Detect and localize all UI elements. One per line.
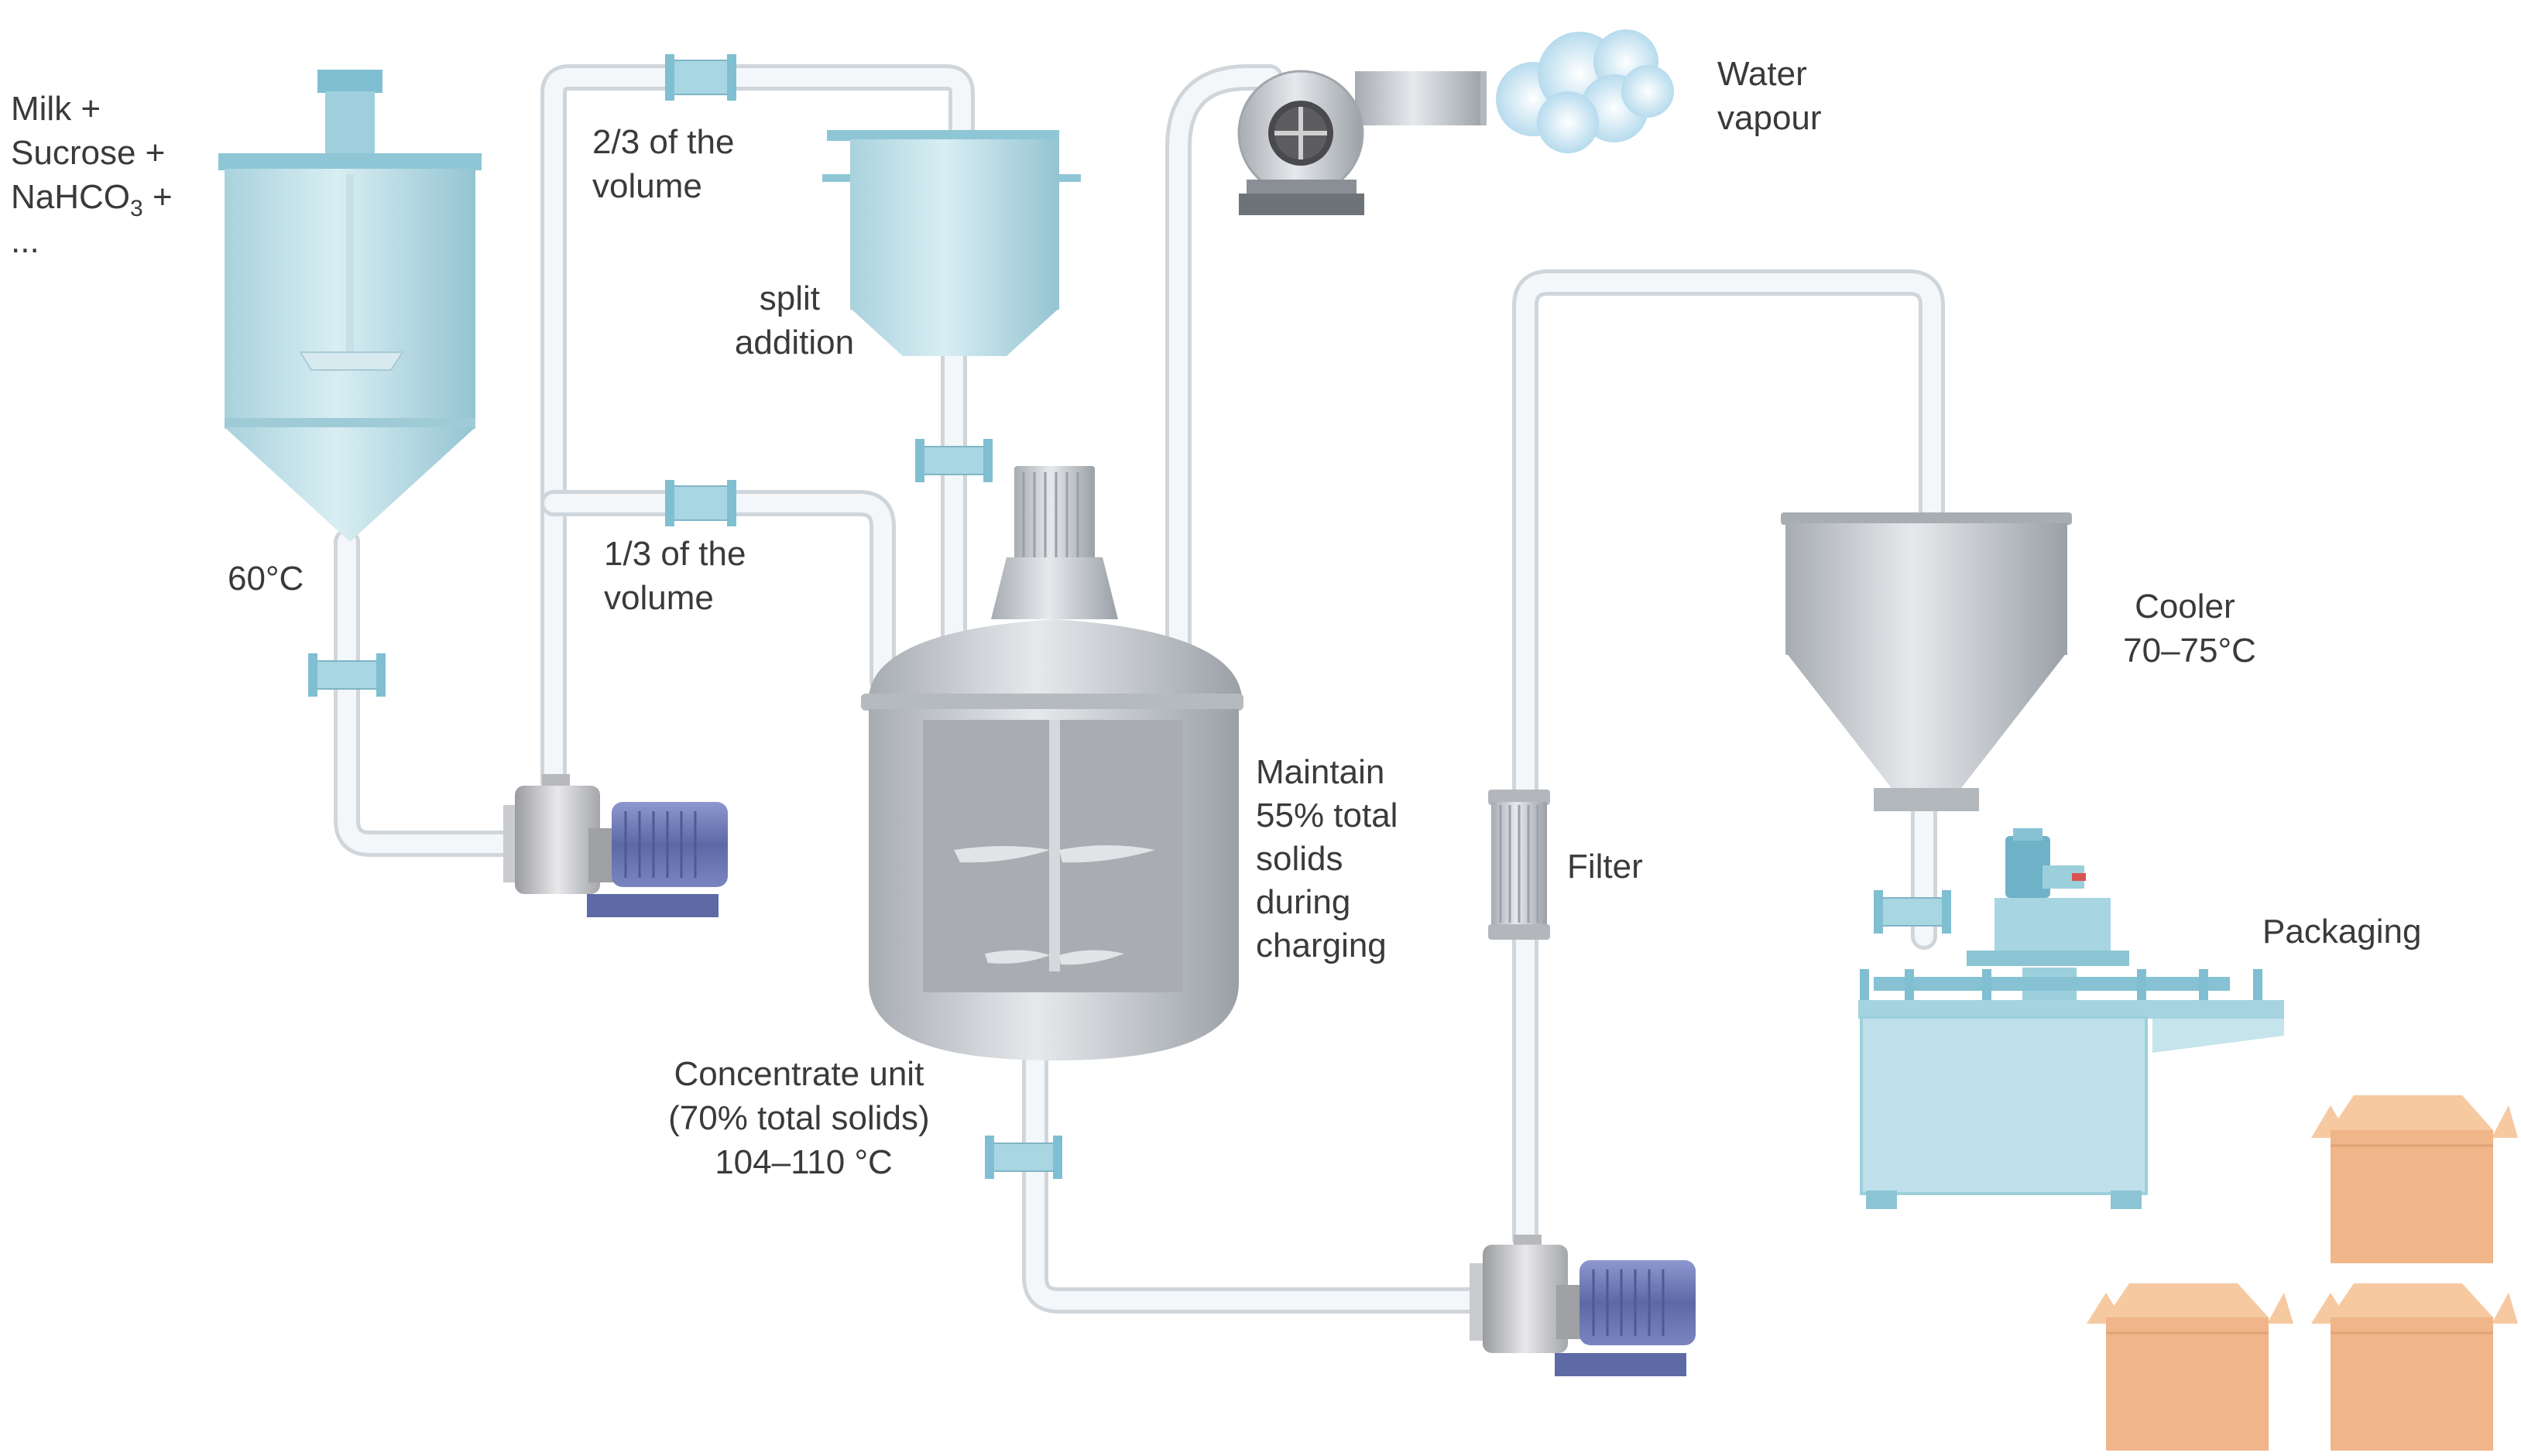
- valve-icon: [1874, 890, 1951, 934]
- valve-icon: [915, 439, 993, 482]
- one-third-label: 1/3 of the volume: [604, 535, 756, 617]
- pipe-evaporator-to-pump2: [1022, 1047, 1496, 1314]
- cardboard-box-icon: [2311, 1095, 2518, 1263]
- cooler-hopper-icon: [1781, 512, 2072, 811]
- filter-label: Filter: [1567, 848, 1643, 886]
- cardboard-box-icon: [2087, 1283, 2293, 1451]
- pipe-tank-to-pump1: [334, 529, 524, 857]
- input-mix-plus: +: [143, 178, 173, 216]
- evaporator-vessel-icon: [861, 466, 1243, 1060]
- packaging-machine-icon: [1858, 828, 2284, 1209]
- input-mix-line: NaHCO: [11, 178, 130, 216]
- maintain-solids-label: Maintain 55% total solids during chargin…: [1256, 753, 1408, 964]
- packaging-label: Packaging: [2262, 913, 2421, 951]
- exhaust-fan-icon: [1237, 70, 1487, 215]
- valve-icon: [665, 54, 736, 101]
- split-addition-label: split addition: [735, 279, 854, 361]
- water-vapour-label: Water vapour: [1717, 55, 1822, 137]
- valve-icon: [308, 653, 386, 697]
- centrifugal-pump-icon: [1470, 1235, 1696, 1376]
- pipe-one-third-branch: [540, 490, 896, 694]
- input-mix-line: Milk +: [11, 90, 101, 128]
- labels: Milk + Sucrose + NaHCO3 + ... 60°C 2/3 o…: [11, 55, 2421, 1181]
- input-mix-subscript: 3: [130, 196, 143, 221]
- cartridge-filter-icon: [1488, 790, 1550, 940]
- vapour-cloud-icon: [1496, 29, 1674, 153]
- centrifugal-pump-icon: [503, 774, 728, 917]
- concentrate-unit-label: Concentrate unit (70% total solids) 104–…: [668, 1055, 939, 1181]
- pipe-network: [334, 64, 1945, 1314]
- input-mix-label: Milk + Sucrose + NaHCO3 + ...: [11, 90, 182, 260]
- addition-hopper-icon: [822, 130, 1081, 356]
- mixing-tank-icon: [218, 70, 482, 542]
- cardboard-box-icon: [2311, 1283, 2518, 1451]
- valve-icon: [985, 1136, 1062, 1179]
- mixing-temp-label: 60°C: [228, 560, 304, 598]
- valves: [308, 54, 1951, 1179]
- input-mix-line: Sucrose +: [11, 134, 165, 172]
- input-mix-line: ...: [11, 222, 39, 260]
- two-thirds-label: 2/3 of the volume: [592, 123, 744, 205]
- valve-icon: [665, 480, 736, 526]
- cooler-label: Cooler 70–75°C: [2123, 588, 2256, 670]
